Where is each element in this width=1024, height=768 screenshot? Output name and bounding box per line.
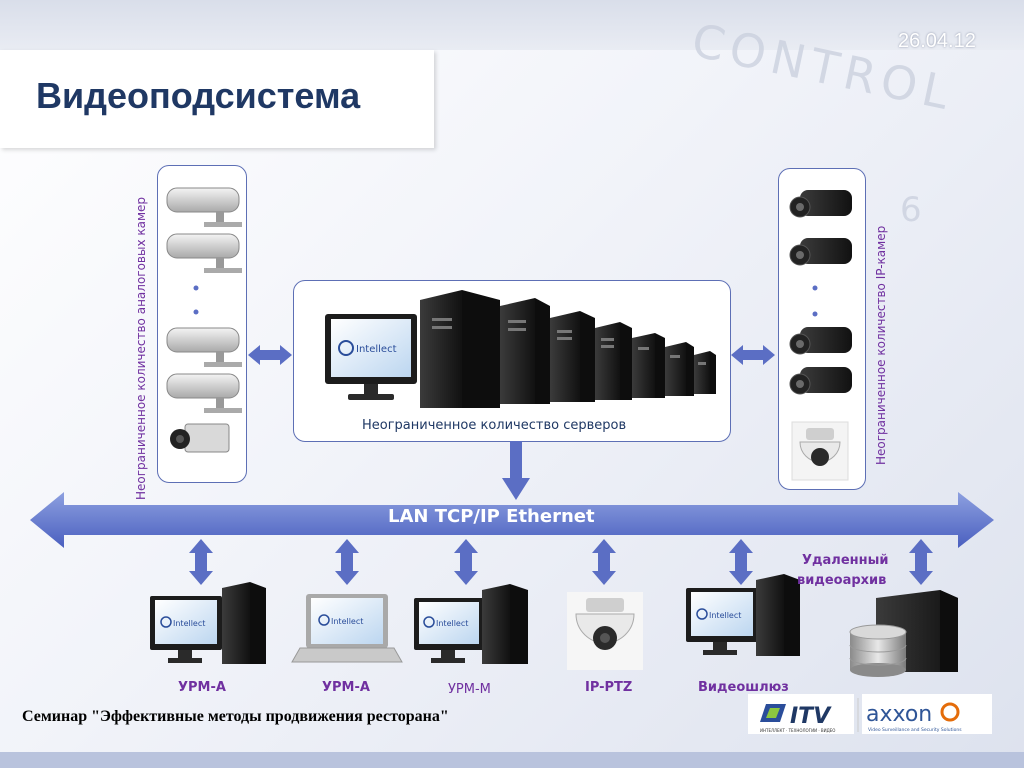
laptop-icon: Intellect (291, 594, 403, 663)
ip-camera-icon (789, 238, 852, 266)
svg-text:ITV: ITV (790, 704, 832, 729)
ptz-dome-camera-icon (567, 592, 643, 670)
video-gateway-label: Видеошлюз (698, 680, 789, 695)
server-tower-icon (550, 311, 595, 402)
workstation-icon: Intellect (686, 574, 800, 656)
ptz-dome-camera-icon (791, 421, 849, 481)
server-tower-icon (665, 342, 694, 396)
itv-logo: ITV ИНТЕЛЛЕКТ · ТЕХНОЛОГИИ · ВИДЕО (748, 694, 854, 734)
title-box (0, 50, 434, 148)
svg-text:Intellect: Intellect (709, 611, 741, 620)
svg-text:Intellect: Intellect (331, 617, 363, 626)
analog-camera-icon (166, 327, 242, 367)
svg-text:axxon: axxon (866, 702, 932, 727)
server-tower-icon (632, 333, 665, 398)
analog-cameras-panel (157, 165, 247, 483)
remote-archive-label-line1: Удаленный (802, 553, 889, 568)
workstation-icon: Intellect (150, 582, 266, 664)
workstation-label: УРМ-А (178, 680, 226, 695)
double-arrow-icon (248, 345, 775, 365)
double-arrow-icon (502, 441, 530, 500)
page-title: Видеоподсистема (36, 75, 361, 116)
background-word-six: 6 (900, 190, 928, 230)
seminar-caption: Семинар "Эффективные методы продвижения … (22, 708, 449, 725)
ip-camera-icon (789, 190, 852, 218)
analog-camera-icon (166, 233, 242, 273)
double-arrow-icon (189, 539, 933, 585)
remote-archive-label-line2: видеоархив (797, 573, 887, 588)
server-tower-icon (694, 351, 716, 394)
network-bar (30, 492, 994, 548)
svg-text:Intellect: Intellect (356, 344, 397, 355)
workstation-label: УРМ-А (322, 680, 370, 695)
network-label: LAN TCP/IP Ethernet (388, 506, 595, 527)
slide-date: 26.04.12 (898, 30, 976, 52)
ptz-label: IP-PTZ (585, 680, 633, 695)
header-band (0, 0, 1024, 50)
svg-text:Intellect: Intellect (173, 619, 205, 628)
server-tower-icon (420, 290, 500, 408)
analog-camera-icon (166, 373, 242, 413)
server-tower-icon (500, 298, 550, 404)
servers-label: Неограниченное количество серверов (362, 418, 627, 433)
svg-text:ИНТЕЛЛЕКТ · ТЕХНОЛОГИИ · ВИДЕО: ИНТЕЛЛЕКТ · ТЕХНОЛОГИИ · ВИДЕО (760, 728, 835, 733)
svg-text:Intellect: Intellect (436, 619, 468, 628)
axxon-logo: axxon Video Surveillance and Security So… (857, 694, 992, 734)
ip-camera-icon (789, 327, 852, 355)
server-tower-icon (595, 322, 632, 400)
ip-camera-icon (789, 367, 852, 395)
analog-camera-icon (170, 423, 230, 453)
analog-camera-icon (166, 187, 242, 227)
workstation-icon: Intellect (414, 584, 528, 664)
footer-bar (0, 752, 1024, 768)
database-icon (849, 624, 907, 677)
monitor-icon: Intellect (325, 314, 417, 400)
workstation-label: УРМ-М (448, 682, 491, 697)
svg-text:Video Surveillance and Securit: Video Surveillance and Security Solution… (868, 727, 962, 733)
